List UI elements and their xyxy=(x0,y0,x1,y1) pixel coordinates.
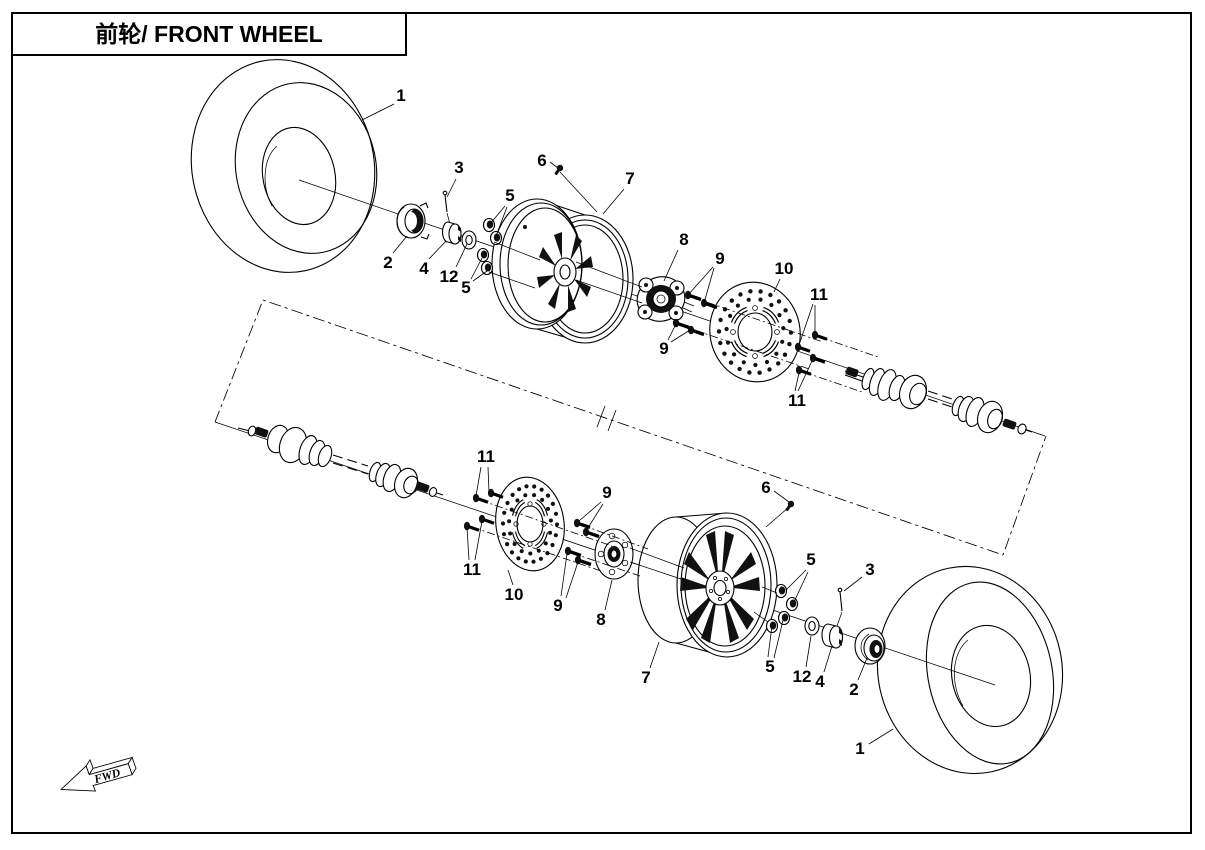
callout-part-9-lower-b: 9 xyxy=(553,553,579,615)
callout-part-1-upper: 1 xyxy=(361,86,406,121)
svg-text:7: 7 xyxy=(641,668,650,687)
svg-text:3: 3 xyxy=(454,158,463,177)
callout-part-11-upper-b: 11 xyxy=(788,360,813,410)
callout-part-12-upper: 12 xyxy=(440,243,468,286)
svg-text:11: 11 xyxy=(788,391,806,410)
valve-hole xyxy=(523,225,527,229)
svg-text:6: 6 xyxy=(761,478,770,497)
callout-part-8-upper: 8 xyxy=(663,230,689,282)
callout-part-4-upper: 4 xyxy=(419,240,447,278)
svg-text:9: 9 xyxy=(553,596,562,615)
callout-part-6-lower: 6 xyxy=(761,478,790,503)
cotter-pin-upper xyxy=(442,190,451,225)
svg-text:4: 4 xyxy=(815,672,825,691)
cotter-pin-lower xyxy=(836,587,843,627)
svg-text:9: 9 xyxy=(602,483,611,502)
svg-text:11: 11 xyxy=(477,447,495,466)
callout-part-3-upper: 3 xyxy=(446,158,464,198)
valve-stem-upper xyxy=(554,164,564,176)
callout-part-7-lower: 7 xyxy=(641,641,660,687)
wheel-hub-lower xyxy=(594,528,634,580)
svg-text:9: 9 xyxy=(659,339,668,358)
svg-text:10: 10 xyxy=(775,259,794,278)
bolt-axis-lines-upper xyxy=(679,296,879,393)
drawing-border xyxy=(11,12,1192,834)
centerline-boundary xyxy=(214,299,1047,556)
callout-part-3-lower: 3 xyxy=(843,560,875,592)
svg-text:5: 5 xyxy=(461,278,470,297)
brake-disc-lower xyxy=(495,476,565,572)
callout-part-11-lower-b: 11 xyxy=(463,520,483,579)
callout-part-5-lower-a: 5 xyxy=(785,550,816,603)
svg-text:7: 7 xyxy=(625,169,634,188)
callout-part-7-upper: 7 xyxy=(602,169,635,215)
svg-text:2: 2 xyxy=(383,253,392,272)
tire-upper xyxy=(190,59,378,273)
svg-text:12: 12 xyxy=(793,667,812,686)
callout-part-4-lower: 4 xyxy=(815,645,833,691)
svg-text:1: 1 xyxy=(396,86,405,105)
callout-part-10-lower: 10 xyxy=(505,569,524,604)
svg-text:5: 5 xyxy=(765,657,774,676)
svg-text:8: 8 xyxy=(679,230,688,249)
callout-part-12-lower: 12 xyxy=(793,635,812,686)
wheel-hub-upper xyxy=(636,276,695,322)
callout-part-5-lower-b: 5 xyxy=(765,619,784,676)
svg-text:8: 8 xyxy=(596,610,605,629)
svg-text:3: 3 xyxy=(865,560,874,579)
cv-axle-lower xyxy=(237,424,444,499)
brake-disc-upper xyxy=(709,281,801,383)
castle-nut-upper xyxy=(441,221,462,245)
tire-lower xyxy=(876,565,1064,775)
svg-text:6: 6 xyxy=(537,151,546,170)
bolt-axis-lines-lower xyxy=(471,499,649,577)
callout-part-6-upper: 6 xyxy=(537,151,559,170)
washer-upper xyxy=(461,230,477,250)
svg-text:11: 11 xyxy=(463,560,481,579)
callout-part-8-lower: 8 xyxy=(596,579,613,629)
callout-part-1-lower: 1 xyxy=(855,728,894,758)
callout-part-5-upper-b: 5 xyxy=(461,257,488,297)
callout-part-9-upper-a: 9 xyxy=(687,249,725,304)
hub-cap-upper xyxy=(396,202,430,240)
callout-part-2-upper: 2 xyxy=(383,235,408,272)
svg-text:12: 12 xyxy=(440,267,459,286)
callout-part-11-lower-a: 11 xyxy=(475,447,495,497)
hub-cap-lower xyxy=(854,627,886,665)
callout-part-10-upper: 10 xyxy=(773,259,794,293)
svg-text:11: 11 xyxy=(810,285,828,304)
svg-text:5: 5 xyxy=(806,550,815,569)
lug-nuts-upper xyxy=(476,217,503,276)
callout-part-5-upper-a: 5 xyxy=(489,186,515,237)
svg-text:9: 9 xyxy=(715,249,724,268)
washer-lower xyxy=(804,616,820,636)
alignment-lines xyxy=(488,171,790,623)
fwd-arrow: FWD xyxy=(60,756,137,792)
cv-axle-upper xyxy=(844,366,1033,435)
wheel-rim-lower xyxy=(637,512,778,658)
callout-part-2-lower: 2 xyxy=(849,657,868,699)
callout-part-11-upper-a: 11 xyxy=(798,285,828,346)
wheel-rim-upper xyxy=(491,198,634,344)
callout-part-9-upper-b: 9 xyxy=(659,323,691,358)
svg-text:1: 1 xyxy=(855,739,864,758)
castle-nut-lower xyxy=(821,623,844,649)
svg-text:2: 2 xyxy=(849,680,858,699)
svg-text:4: 4 xyxy=(419,259,429,278)
svg-text:5: 5 xyxy=(505,186,514,205)
callout-part-9-lower-a: 9 xyxy=(578,483,612,532)
page-title: 前轮/ FRONT WHEEL xyxy=(95,21,322,47)
svg-text:10: 10 xyxy=(505,585,524,604)
title-block xyxy=(11,12,407,56)
callouts: 1 2 3 4 12 5 5 6 7 8 9 9 10 11 11 11 9 1… xyxy=(361,86,894,758)
